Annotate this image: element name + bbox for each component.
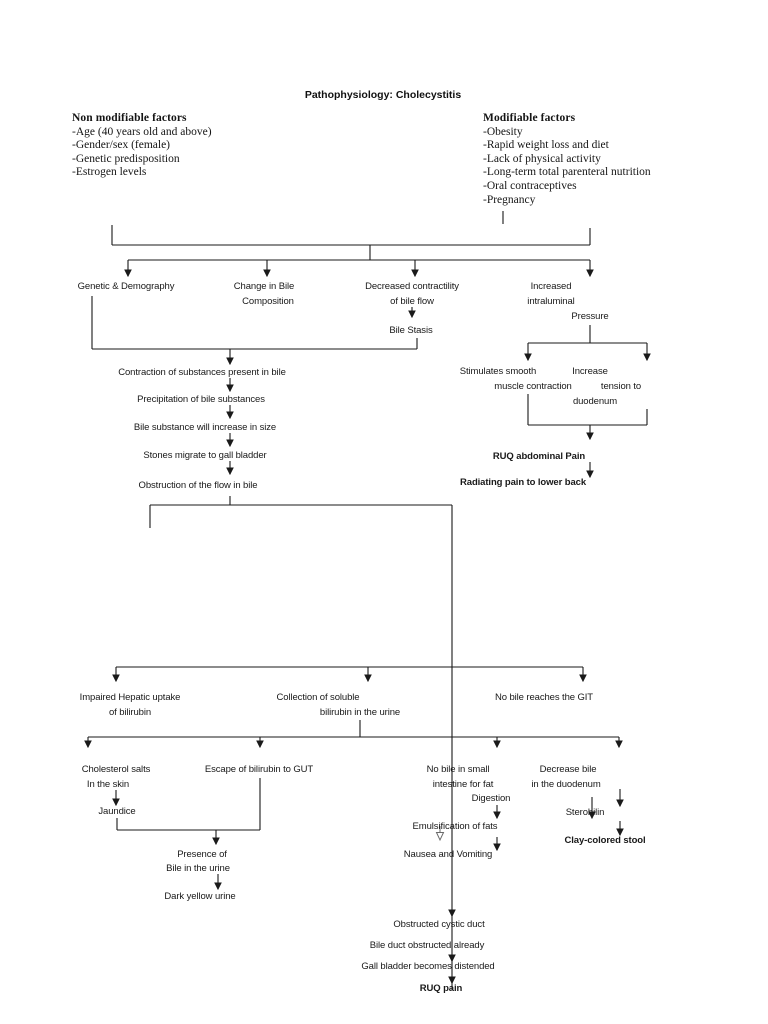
flow-node-cholesterol-salts: In the skin [86,779,130,790]
left-bracket [91,296,418,350]
flow-node-no-bile-small-intestine: Digestion [471,793,511,804]
flow-node-obstruction: Obstruction of the flow in bile [138,480,258,491]
flow-node-emulsification: Emulsification of fats [412,821,498,832]
flow-node-decrease-bile: in the duodenum [531,779,601,790]
modifiable-factors-block: Modifiable factors -Obesity -Rapid weigh… [483,112,651,207]
flow-node-increased-pressure: Increased [530,281,572,292]
factor-item: -Gender/sex (female) [72,139,171,152]
flow-node-no-bile-git: No bile reaches the GIT [494,692,594,703]
factor-item: -Age (40 years old and above) [72,125,212,138]
flow-node-no-bile-small-intestine: No bile in small [426,764,490,775]
flow-node-bile-duct-obstructed: Bile duct obstructed already [369,940,485,951]
flow-node-obstructed-cystic-duct: Obstructed cystic duct [393,919,485,930]
flow-node-decreased-contractility: Decreased contractility [365,281,459,292]
flow-node-dark-yellow-urine: Dark yellow urine [164,891,236,902]
factor-item: -Oral contraceptives [483,179,577,192]
flow-node-precipitation: Precipitation of bile substances [137,394,265,405]
flow-node-stimulates-smooth: muscle contraction [494,381,572,392]
factor-item: -Rapid weight loss and diet [483,139,609,152]
flow-node-increase-tension: Increase [572,366,608,377]
flow-node-impaired-hepatic: of bilirubin [108,707,152,718]
flow-node-stimulates-smooth: Stimulates smooth [459,366,537,377]
flow-node-collection-soluble: Collection of soluble [276,692,360,703]
flow-node-jaundice: Jaundice [98,806,136,817]
flow-node-clay-colored-stool: Clay-colored stool [564,835,646,846]
obstruction-bracket [149,496,453,990]
factor-item: -Estrogen levels [72,166,147,179]
flow-node-radiating-pain: Radiating pain to lower back [460,477,586,488]
factor-item: -Lack of physical activity [483,152,601,165]
jaundice-bracket [116,778,261,831]
flow-node-escape-bilirubin: Escape of bilirubin to GUT [204,764,314,775]
factor-item: -Pregnancy [483,193,536,206]
flow-node-stones-migrate: Stones migrate to gall bladder [143,450,267,461]
flow-node-increase-tension: duodenum [572,396,618,407]
factor-item: -Obesity [483,125,523,138]
flow-node-bile-stasis: Bile Stasis [389,325,433,336]
factor-item: -Genetic predisposition [72,152,180,165]
flow-node-sterobilin: Sterobilin [565,807,605,818]
flow-node-increase-tension: tension to [600,381,642,392]
flow-node-impaired-hepatic: Impaired Hepatic uptake [79,692,181,703]
flow-node-collection-soluble: bilirubin in the urine [319,707,401,718]
top-bracket [111,211,591,261]
flow-node-ruq-abdominal-pain: RUQ abdominal Pain [492,451,586,462]
flow-node-no-bile-small-intestine: intestine for fat [432,779,494,790]
tier3-connector [88,720,619,738]
non-modifiable-factors-block: Non modifiable factors -Age (40 years ol… [72,112,212,180]
flow-node-decrease-bile: Decrease bile [539,764,597,775]
connector-lines [84,211,651,990]
pressure-bracket [527,325,648,426]
non-modifiable-heading: Non modifiable factors [72,112,187,124]
flow-node-presence-bile-urine: Bile in the urine [166,863,230,874]
flow-node-ruq-pain: RUQ pain [419,983,463,994]
flow-node-gall-bladder-distended: Gall bladder becomes distended [361,961,495,972]
modifiable-heading: Modifiable factors [483,112,576,124]
flow-node-cholesterol-salts: Cholesterol salts [81,764,151,775]
flow-node-contraction: Contraction of substances present in bil… [118,367,286,378]
flow-node-increased-pressure: Pressure [571,311,609,322]
flow-node-nausea-vomiting: Nausea and Vomiting [403,849,493,860]
page-title: Pathophysiology: Cholecystitis [304,89,462,101]
flow-node-change-in-bile: Change in Bile [233,281,295,292]
flow-node-genetic-demography: Genetic & Demography [77,281,175,292]
factor-item: -Long-term total parenteral nutrition [483,166,651,179]
flow-node-increased-pressure: intraluminal [527,296,575,307]
flow-node-bile-substance: Bile substance will increase in size [133,422,277,433]
flow-node-presence-bile-urine: Presence of [177,849,227,860]
flow-node-decreased-contractility: of bile flow [390,296,434,307]
flow-node-change-in-bile: Composition [242,296,294,307]
hollow-arrow [435,826,445,842]
